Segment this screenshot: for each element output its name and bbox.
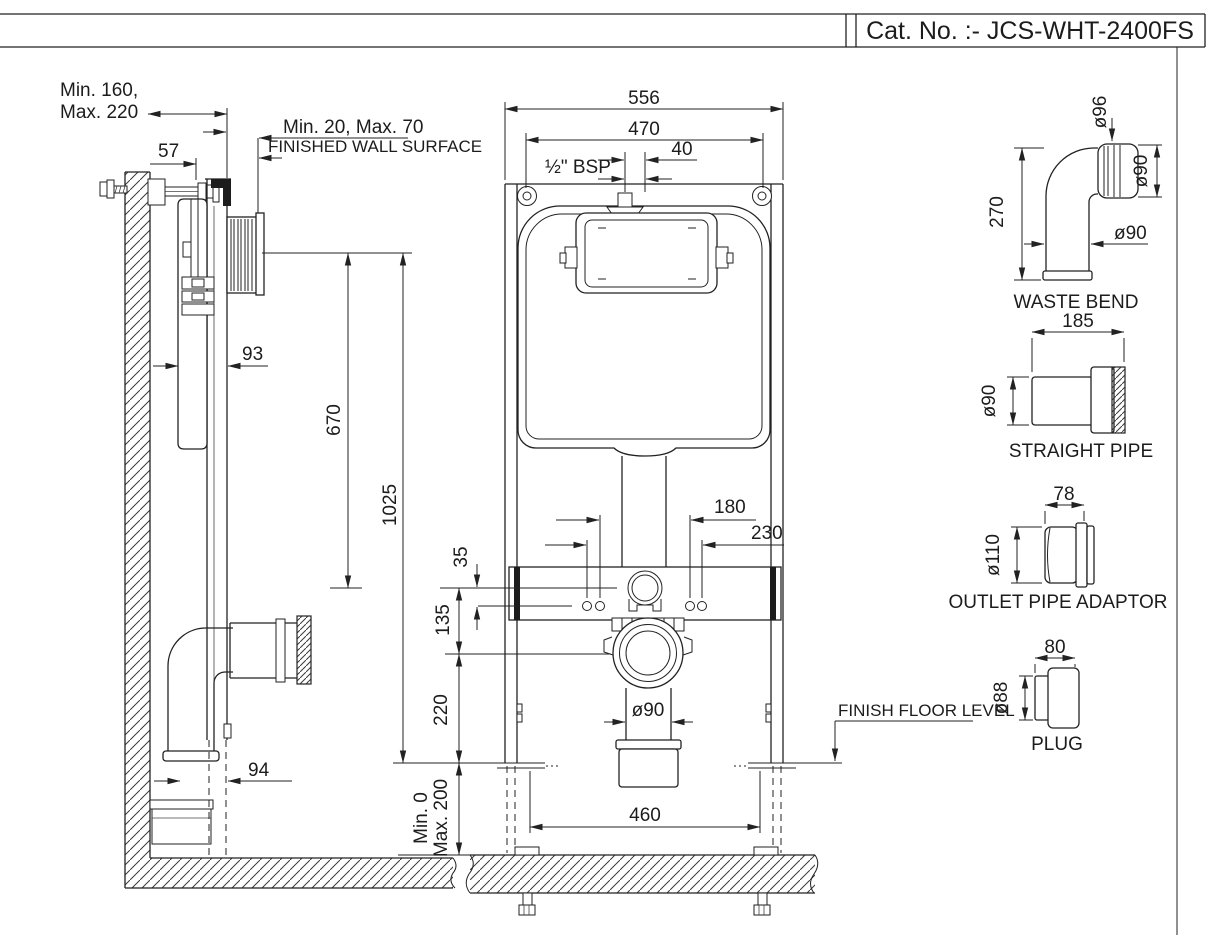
front-view xyxy=(465,183,819,916)
straight-pipe-figure: 185 ø90 STRAIGHT PIPE xyxy=(979,311,1153,462)
dim-bsp: ½" BSP xyxy=(545,157,611,178)
anchor-feet xyxy=(514,846,779,916)
dim-135: 135 xyxy=(433,604,454,636)
dim-40: 40 xyxy=(671,139,692,160)
side-view-dimensions: Min. 160, Max. 220 57 Min. 20, Max. 70 F… xyxy=(60,80,482,785)
dim-1025: 1025 xyxy=(380,484,401,526)
wall-section xyxy=(124,171,151,888)
dim-35: 35 xyxy=(451,546,472,567)
dim-185: 185 xyxy=(1062,311,1094,332)
outlet-adaptor-side xyxy=(229,615,312,685)
dim-180: 180 xyxy=(714,497,746,518)
access-panel xyxy=(559,212,734,294)
dim-556: 556 xyxy=(628,88,660,109)
dim-dia96: ø96 xyxy=(1090,96,1111,129)
crossbar xyxy=(508,566,782,621)
wall-anchor-bolt xyxy=(99,179,128,199)
plug-figure: 80 ø88 PLUG xyxy=(991,637,1083,755)
waste-bend-side xyxy=(162,627,233,762)
dim-max200: Max. 200 xyxy=(431,779,452,857)
catalog-number: Cat. No. :- JCS-WHT-2400FS xyxy=(866,17,1194,45)
dim-dia90-outlet: ø90 xyxy=(632,700,665,721)
front-view-dimensions: 556 470 ½" BSP 40 180 230 35 135 xyxy=(393,88,1015,857)
dim-94: 94 xyxy=(248,760,270,781)
frame-outline xyxy=(504,183,784,763)
dim-57: 57 xyxy=(158,141,179,162)
dim-93: 93 xyxy=(242,344,263,365)
dim-finished-wall-2: FINISHED WALL SURFACE xyxy=(268,137,482,156)
mounting-hole xyxy=(697,601,707,611)
floor-section-front xyxy=(465,854,819,894)
panel-clip-left xyxy=(564,246,578,269)
fixing-screw-left xyxy=(517,186,537,206)
finish-floor-level-label: FINISH FLOOR LEVEL xyxy=(838,701,1015,720)
panel-clip-right xyxy=(715,246,729,269)
floor-section-side xyxy=(125,857,457,889)
outlet-pipe-adaptor-figure: 78 ø110 OUTLET PIPE ADAPTOR xyxy=(949,484,1168,613)
dim-dia88: ø88 xyxy=(991,682,1012,715)
dim-finished-wall-1: Min. 20, Max. 70 xyxy=(283,117,423,138)
dim-460: 460 xyxy=(629,805,661,826)
dim-220: 220 xyxy=(431,694,452,726)
dim-dia110: ø110 xyxy=(983,534,1004,576)
dim-wall-offset-1: Min. 160, xyxy=(60,80,138,101)
mounting-hole xyxy=(595,601,605,611)
frame-legs xyxy=(497,703,796,853)
mounting-hole xyxy=(685,601,695,611)
dim-270: 270 xyxy=(987,196,1008,228)
title-block: Cat. No. :- JCS-WHT-2400FS xyxy=(0,13,1206,48)
foot-bracket-side xyxy=(149,799,214,845)
waste-outlet xyxy=(603,617,693,788)
dim-670: 670 xyxy=(324,404,345,436)
outlet-pipe-adaptor-label: OUTLET PIPE ADAPTOR xyxy=(949,592,1168,613)
dim-wall-offset-2: Max. 220 xyxy=(60,102,138,123)
dim-dia90-side: ø90 xyxy=(1131,155,1152,188)
dim-dia90-straight: ø90 xyxy=(979,385,1000,418)
dim-80: 80 xyxy=(1044,637,1065,658)
mounting-hole xyxy=(582,601,592,611)
cistern-tank-side xyxy=(177,198,215,450)
side-view xyxy=(99,138,457,889)
finish-floor-level-callout: FINISH FLOOR LEVEL xyxy=(831,701,1015,762)
flush-plate-housing xyxy=(226,212,265,296)
waste-bend-figure: ø96 ø90 270 ø90 WASTE BEND xyxy=(987,96,1162,313)
wall-bracket xyxy=(147,178,220,206)
waste-bend-label: WASTE BEND xyxy=(1014,292,1139,313)
fixing-screw-right xyxy=(752,186,772,206)
dim-78: 78 xyxy=(1053,484,1074,505)
straight-pipe-label: STRAIGHT PIPE xyxy=(1009,441,1153,462)
plug-label: PLUG xyxy=(1031,734,1083,755)
dim-230: 230 xyxy=(751,523,783,544)
dim-470: 470 xyxy=(628,119,660,140)
dim-min0: Min. 0 xyxy=(411,792,432,844)
inlet-fitting xyxy=(617,192,633,208)
dim-dia90-bottom: ø90 xyxy=(1114,223,1147,244)
